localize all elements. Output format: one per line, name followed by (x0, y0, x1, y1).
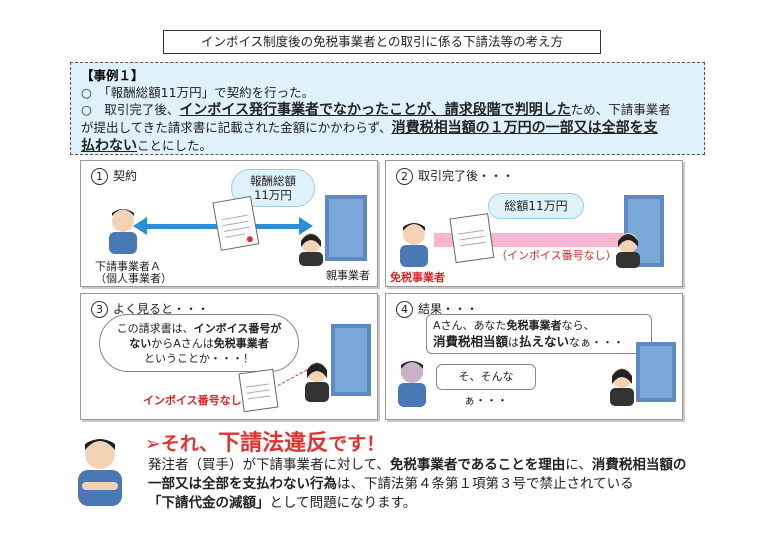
case-line-2-highlight: インボイス発行事業者でなかったことが、請求段階で判明した (179, 102, 571, 118)
violation-heading: ➢それ、下請法違反です！ (145, 425, 385, 457)
case-line-1: ○ 「報酬総額11万円」で契約を行った。 (81, 85, 315, 100)
case-description-box: 【事例１】 ○ 「報酬総額11万円」で契約を行った。 ○ 取引完了後、インボイス… (70, 62, 705, 155)
page-title: インボイス制度後の免税事業者との取引に係る下請法等の考え方 (163, 30, 601, 54)
subcontractor-name-line1: 下請事業者Ａ (95, 260, 161, 273)
building-icon (331, 324, 371, 396)
speech-text-4: なぁ・・・ (569, 336, 625, 349)
building-icon (636, 342, 676, 402)
violation-suffix: です！ (328, 433, 386, 455)
violation-prefix: ➢それ、 (145, 433, 219, 455)
parent-name: 親事業者 (326, 269, 370, 282)
case-line-3-prefix: が提出してきた請求書に記載された金額にかかわらず、 (81, 120, 392, 135)
invoice-document-icon (449, 213, 495, 264)
case-line-2-suffix: ため、下請事業者 (570, 102, 671, 117)
case-line-3-highlight: 消費税相当額の１万円の一部又は全部を支 (391, 120, 658, 136)
case-line-2-prefix: ○ 取引完了後、 (81, 102, 180, 117)
conclusion-line-3: 「下請代金の減額」として問題になります。 (148, 494, 728, 513)
tax-exempt-person-icon (400, 223, 428, 267)
thought-text-3: ということか・・・！ (144, 352, 254, 365)
thought-bold-2: ない (129, 337, 152, 350)
violation-key-term: 下請法違反 (218, 431, 329, 456)
building-icon (325, 195, 367, 261)
contract-document-icon (212, 195, 260, 251)
case-line-3: が提出してきた請求書に記載された金額にかかわらず、消費税相当額の１万円の一部又は… (81, 119, 694, 137)
subcontractor-name: 下請事業者Ａ （個人事業者） (95, 261, 172, 285)
panel-closer-look: 3 よく見ると・・・ この請求書は、インボイス番号が ないからAさんは免税事業者 … (80, 293, 378, 420)
panel-after-transaction: 2 取引完了後・・・ 総額11万円 （インボイス番号なし） 免税事業者 (385, 160, 683, 287)
speech-text-1: Aさん、あなた (433, 319, 507, 332)
conclusion-line-1: 発注者（買手）が下請事業者に対して、免税事業者であることを理由に、消費税相当額の (148, 456, 728, 475)
panel-1-title: 契約 (113, 169, 138, 183)
conclusion-line-1-a: 発注者（買手）が下請事業者に対して、 (148, 457, 390, 473)
speech-bold-1: 免税事業者 (506, 319, 562, 332)
case-line-4-highlight: 払わない (81, 138, 137, 154)
bubble-line-1: 報酬総額 (250, 174, 296, 188)
conclusion-text: 発注者（買手）が下請事業者に対して、免税事業者であることを理由に、消費税相当額の… (148, 456, 728, 513)
bubble-line-2: 11万円 (254, 188, 292, 202)
gaze-line (276, 369, 308, 387)
surprised-person-icon (305, 362, 329, 402)
thought-text-1: この請求書は、 (116, 322, 194, 335)
panel-3-label: 3 よく見ると・・・ (91, 300, 209, 318)
parent-person-icon (299, 233, 323, 266)
parent-person-icon (616, 233, 640, 268)
parent-person-icon (610, 368, 634, 406)
conclusion-line-2-b: 一部又は全部を支払わない行為 (148, 476, 337, 492)
panel-1-number: 1 (91, 168, 108, 185)
panel-contract: 1 契約 報酬総額 11万円 (80, 160, 378, 287)
subcontractor-person-icon (109, 209, 137, 254)
tax-exempt-label: 免税事業者 (390, 271, 445, 284)
panel-4-number: 4 (396, 301, 413, 318)
conclusion-line-1-b: 免税事業者であることを理由 (389, 457, 566, 473)
conclusion-line-1-d: 消費税相当額の (591, 457, 687, 473)
result-scene (398, 342, 676, 407)
worried-person-icon (398, 361, 426, 407)
crossed-arms-person-icon (78, 439, 122, 506)
speech-text-2: なら、 (561, 319, 595, 332)
panel-2-number: 2 (396, 168, 413, 185)
contract-scene (109, 195, 367, 266)
inspection-scene (238, 324, 371, 413)
reply-bubble: そ、そんなぁ・・・ (436, 364, 536, 407)
conclusion-line-2-c: は、下請法第４条第１項第３号で禁止されている (337, 476, 634, 492)
subcontractor-name-line2: （個人事業者） (95, 272, 172, 285)
no-invoice-number-note: インボイス番号なし (143, 394, 242, 407)
conclusion-line-3-b: 「下請代金の減額」 (148, 495, 270, 511)
total-amount-bubble: 総額11万円 (488, 193, 584, 219)
case-line-2: ○ 取引完了後、インボイス発行事業者でなかったことが、請求段階で判明したため、下… (81, 101, 694, 119)
thought-bubble: この請求書は、インボイス番号が ないからAさんは免税事業者 ということか・・・！ (99, 314, 299, 372)
panel-1-label: 1 契約 (91, 167, 137, 185)
conclusion-line-3-c: として問題になります。 (269, 495, 417, 511)
thought-bold-3: 免税事業者 (213, 337, 269, 350)
speech-bold-3: 払えない (519, 334, 570, 349)
speech-text-3: は (508, 336, 520, 349)
case-heading: 【事例１】 (81, 68, 144, 83)
case-line-4-suffix: ことにした。 (137, 138, 213, 153)
panel-3-number: 3 (91, 301, 108, 318)
conclusion-line-2: 一部又は全部を支払わない行為は、下請法第４条第１項第３号で禁止されている (148, 475, 728, 494)
thought-text-2: からAさんは (151, 337, 214, 350)
parent-speech-bubble: Aさん、あなた免税事業者なら、 消費税相当額は払えないなぁ・・・ (426, 314, 652, 354)
arrow-caption: （インボイス番号なし） (496, 249, 617, 262)
thought-bold-1: インボイス番号が (193, 322, 282, 335)
invoice-scene (400, 195, 664, 268)
panel-2-label: 2 取引完了後・・・ (396, 167, 514, 185)
panel-4-title: 結果・・・ (418, 302, 479, 316)
case-line-4: 払わないことにした。 (81, 137, 694, 155)
invoice-document-icon (238, 368, 279, 413)
panel-3-title: よく見ると・・・ (113, 302, 210, 316)
panel-4-label: 4 結果・・・ (396, 300, 478, 318)
panel-2-title: 取引完了後・・・ (418, 169, 515, 183)
speech-bold-2: 消費税相当額 (433, 334, 509, 349)
conclusion-line-1-c: に、 (565, 457, 592, 473)
